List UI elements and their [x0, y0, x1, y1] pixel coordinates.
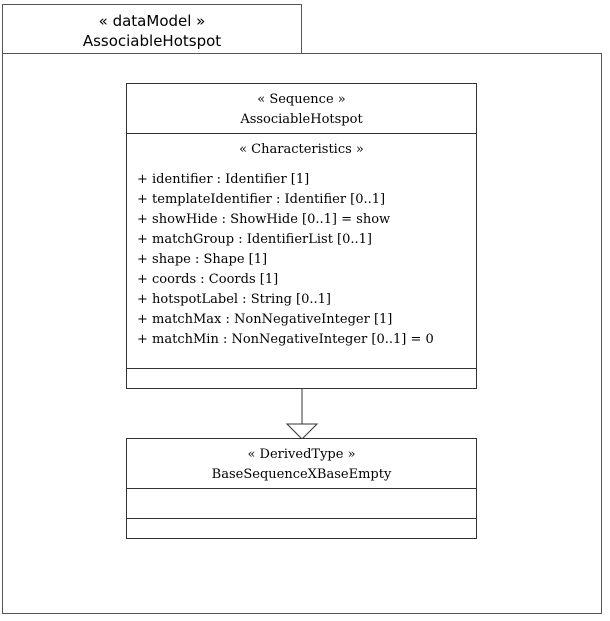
sequence-class-stereotype: « Sequence »: [257, 92, 346, 107]
package-tab: « dataModel » AssociableHotspot: [2, 4, 302, 54]
package-stereotype: « dataModel »: [98, 12, 206, 30]
generalization-arrow: [285, 388, 319, 440]
attribute-match-group: + matchGroup : IdentifierList [0..1]: [137, 232, 372, 247]
sequence-class-name: AssociableHotspot: [240, 112, 363, 127]
attribute-match-max: + matchMax : NonNegativeInteger [1]: [137, 312, 393, 327]
attribute-match-min: + matchMin : NonNegativeInteger [0..1] =…: [137, 332, 434, 347]
package-name: AssociableHotspot: [82, 32, 222, 50]
attribute-show-hide: + showHide : ShowHide [0..1] = show: [137, 212, 391, 227]
derived-class-name: BaseSequenceXBaseEmpty: [211, 467, 392, 482]
derived-section-divider: [127, 518, 476, 519]
attribute-hotspot-label: + hotspotLabel : String [0..1]: [137, 292, 331, 307]
derived-header-divider: [127, 488, 476, 489]
operations-divider: [127, 368, 476, 369]
sequence-class-box[interactable]: « Sequence » AssociableHotspot « Charact…: [126, 83, 477, 389]
attribute-template-identifier: + templateIdentifier : Identifier [0..1]: [137, 192, 386, 207]
package-frame: [2, 53, 602, 614]
characteristics-label: « Characteristics »: [239, 142, 364, 157]
header-divider: [127, 133, 476, 134]
derived-class-box[interactable]: « DerivedType » BaseSequenceXBaseEmpty: [126, 438, 477, 539]
attribute-identifier: + identifier : Identifier [1]: [137, 172, 310, 187]
derived-class-stereotype: « DerivedType »: [247, 447, 356, 462]
attribute-coords: + coords : Coords [1]: [137, 272, 279, 287]
generalization-arrowhead: [285, 423, 319, 440]
attribute-shape: + shape : Shape [1]: [137, 252, 268, 267]
